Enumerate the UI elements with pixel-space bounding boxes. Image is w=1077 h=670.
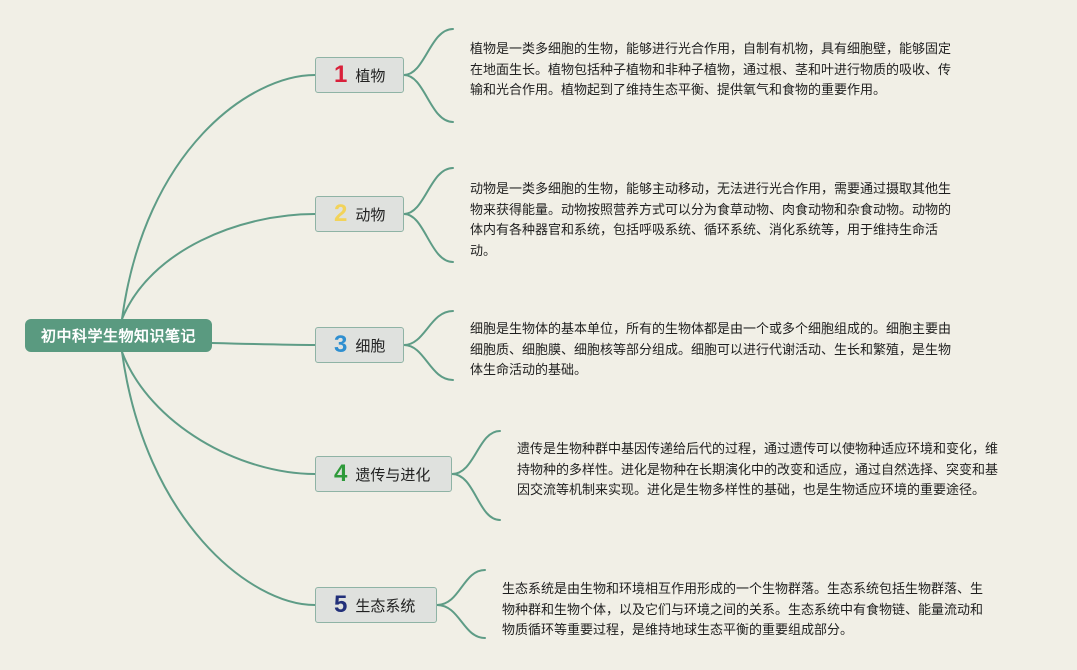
topic-description-cells: 细胞是生物体的基本单位，所有的生物体都是由一个或多个细胞组成的。细胞主要由细胞质… <box>470 322 952 378</box>
topic-number: 5 <box>334 591 348 618</box>
topic-description-heredity-evolution: 遗传是生物种群中基因传递给后代的过程，通过遗传可以使物种适应环境和变化，维持物种… <box>517 442 999 498</box>
branch-topic-5-to-text <box>436 569 486 606</box>
branch-topic-1-to-text <box>403 28 454 76</box>
topic-description-ecosystem: 生态系统是由生物和环境相互作用形成的一个生物群落。生态系统包括生物群落、生物种群… <box>502 582 984 638</box>
topic-number: 3 <box>334 331 348 358</box>
branch-topic-2-to-text-b <box>403 213 454 263</box>
topic-node-animals[interactable]: 2 动物 <box>315 196 404 232</box>
central-topic[interactable]: 初中科学生物知识笔记 <box>25 319 212 352</box>
branch-topic-3-to-text-b <box>403 344 454 381</box>
topic-node-heredity-evolution[interactable]: 4 遗传与进化 <box>315 456 452 492</box>
topic-node-plants[interactable]: 1 植物 <box>315 57 404 93</box>
topic-label: 细胞 <box>355 336 386 355</box>
branch-root-to-topic-2 <box>121 213 316 320</box>
topic-node-cells[interactable]: 3 细胞 <box>315 327 404 363</box>
topic-number: 4 <box>334 460 348 487</box>
branch-root-to-topic-5 <box>121 351 316 606</box>
topic-label: 动物 <box>355 205 386 224</box>
branch-root-to-topic-1 <box>121 74 316 320</box>
branch-topic-3-to-text <box>403 310 454 346</box>
topic-number: 2 <box>334 200 348 227</box>
topic-number: 1 <box>334 61 348 88</box>
topic-label: 遗传与进化 <box>355 465 431 484</box>
branch-root-to-topic-4 <box>121 351 316 475</box>
topic-label: 生态系统 <box>355 596 416 615</box>
branch-topic-5-to-text-b <box>436 604 486 639</box>
branch-topic-4-to-text-b <box>451 473 501 521</box>
topic-description-animals: 动物是一类多细胞的生物，能够主动移动，无法进行光合作用，需要通过摄取其他生物来获… <box>470 182 952 259</box>
topic-node-ecosystem[interactable]: 5 生态系统 <box>315 587 437 623</box>
branch-topic-2-to-text <box>403 167 454 215</box>
branch-topic-4-to-text <box>451 430 501 475</box>
branch-topic-1-to-text-b <box>403 74 454 123</box>
branch-root-to-topic-3 <box>211 342 316 346</box>
topic-description-plants: 植物是一类多细胞的生物，能够进行光合作用，自制有机物，具有细胞壁，能够固定在地面… <box>470 42 952 98</box>
topic-label: 植物 <box>355 66 386 85</box>
